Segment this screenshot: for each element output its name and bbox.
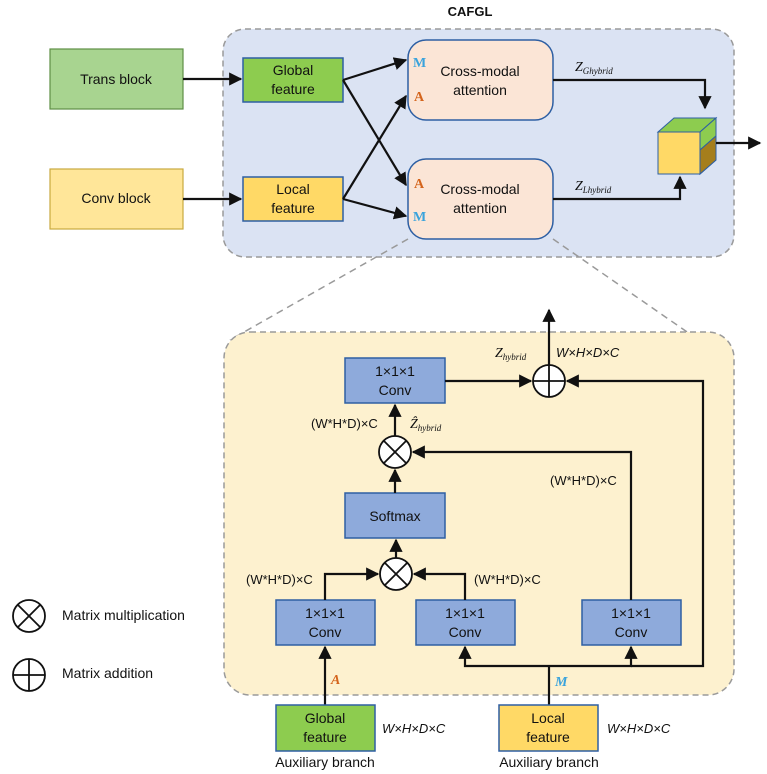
cross-modal-1-line2: attention <box>453 82 507 98</box>
z-hybrid-label: Zhybrid <box>495 346 527 362</box>
conv-mid-line2: Conv <box>449 624 482 640</box>
conv-right-line1: 1×1×1 <box>611 605 651 621</box>
global-feature-top-line2: feature <box>271 81 315 97</box>
conv-right-line2: Conv <box>615 624 648 640</box>
arrow-conv-left-to-mult <box>323 567 380 600</box>
cross-modal-1-tag-a: A <box>414 90 425 105</box>
matrix-addition-icon <box>532 364 566 398</box>
arrow-conv-right-to-mult <box>411 445 633 600</box>
arrow-global-to-attn2 <box>342 79 407 187</box>
local-feature-bottom-line1: Local <box>531 710 564 726</box>
matrix-multiplication-icon-upper <box>378 435 412 469</box>
global-feature-bottom: Global feature <box>275 704 376 752</box>
dim-whdc-mid: (W*H*D)×C <box>474 572 541 587</box>
arrow-local-to-attn1 <box>342 94 407 200</box>
local-feature-top: Local feature <box>242 176 344 222</box>
cross-modal-2-tag-a: A <box>414 177 425 192</box>
conv-left-line2: Conv <box>309 624 342 640</box>
zoom-line-left <box>229 238 409 341</box>
zoom-line-right <box>552 238 691 335</box>
conv-top: 1×1×1 Conv <box>344 357 446 404</box>
dim-global: W×H×D×C <box>382 721 446 736</box>
global-feature-top: Global feature <box>242 57 344 103</box>
z-ghybrid-label: ZGhybrid <box>575 60 613 76</box>
cross-modal-2-line1: Cross-modal <box>440 181 519 197</box>
local-feature-bottom-line2: feature <box>526 729 570 745</box>
global-feature-top-line1: Global <box>273 62 313 78</box>
arrow-local-to-attn2 <box>342 197 408 220</box>
cross-modal-2-tag-m: M <box>413 210 426 225</box>
arrow-local-to-add <box>565 374 705 668</box>
dim-output: W×H×D×C <box>556 345 620 360</box>
aux-branch-right: Auxiliary branch <box>499 754 599 770</box>
svg-text:Ẑhybrid: Ẑhybrid <box>410 415 442 433</box>
z-hat-hybrid-label: Ẑhybrid <box>410 415 442 433</box>
conv-top-line2: Conv <box>379 382 412 398</box>
bottom-tag-m: M <box>554 675 568 690</box>
legend-mult-icon <box>12 599 46 633</box>
svg-text:ZGhybrid: ZGhybrid <box>575 60 613 76</box>
global-feature-bottom-line1: Global <box>305 710 345 726</box>
conv-left: 1×1×1 Conv <box>275 599 376 646</box>
global-feature-bottom-line2: feature <box>303 729 347 745</box>
cross-modal-2-line2: attention <box>453 200 507 216</box>
local-feature-bottom: Local feature <box>498 704 599 752</box>
aux-branch-left: Auxiliary branch <box>275 754 375 770</box>
softmax-block: Softmax <box>344 492 446 539</box>
arrow-attn1-to-cube <box>553 78 712 110</box>
conv-block: Conv block <box>49 168 184 230</box>
local-feature-top-line1: Local <box>276 181 309 197</box>
dim-whdc-right: (W*H*D)×C <box>550 473 617 488</box>
arrow-local-to-conv-mid <box>458 645 549 668</box>
conv-block-label: Conv block <box>81 190 151 206</box>
bottom-tag-a: A <box>330 673 340 688</box>
arrow-global-to-attn1 <box>342 57 408 82</box>
fusion-cube-icon <box>656 116 718 176</box>
conv-left-line1: 1×1×1 <box>305 605 345 621</box>
svg-text:Zhybrid: Zhybrid <box>495 346 527 362</box>
matrix-multiplication-icon-lower <box>379 557 413 591</box>
legend: Matrix multiplication Matrix addition <box>12 599 185 692</box>
dim-whdc-conv-top: (W*H*D)×C <box>311 416 378 431</box>
conv-mid: 1×1×1 Conv <box>415 599 516 646</box>
cross-modal-attention-2: Cross-modal attention A M <box>407 158 554 240</box>
cross-modal-1-line1: Cross-modal <box>440 63 519 79</box>
svg-text:ZLhybrid: ZLhybrid <box>575 179 612 195</box>
z-lhybrid-label: ZLhybrid <box>575 179 612 195</box>
dim-whdc-left: (W*H*D)×C <box>246 572 313 587</box>
local-feature-top-line2: feature <box>271 200 315 216</box>
conv-top-line1: 1×1×1 <box>375 363 415 379</box>
cafgl-title: CAFGL <box>448 4 493 19</box>
cross-modal-attention-1: Cross-modal attention M A <box>407 39 554 121</box>
legend-add-icon <box>12 658 46 692</box>
legend-mult-label: Matrix multiplication <box>62 607 185 623</box>
legend-add-label: Matrix addition <box>62 665 153 681</box>
arrow-conv-mid-to-mult <box>412 567 467 600</box>
conv-right: 1×1×1 Conv <box>581 599 682 646</box>
arrow-attn2-to-cube <box>553 175 687 201</box>
conv-mid-line1: 1×1×1 <box>445 605 485 621</box>
cross-modal-1-tag-m: M <box>413 56 426 71</box>
trans-block-label: Trans block <box>80 71 153 87</box>
dim-local: W×H×D×C <box>607 721 671 736</box>
trans-block: Trans block <box>49 48 184 110</box>
softmax-label: Softmax <box>369 508 420 524</box>
